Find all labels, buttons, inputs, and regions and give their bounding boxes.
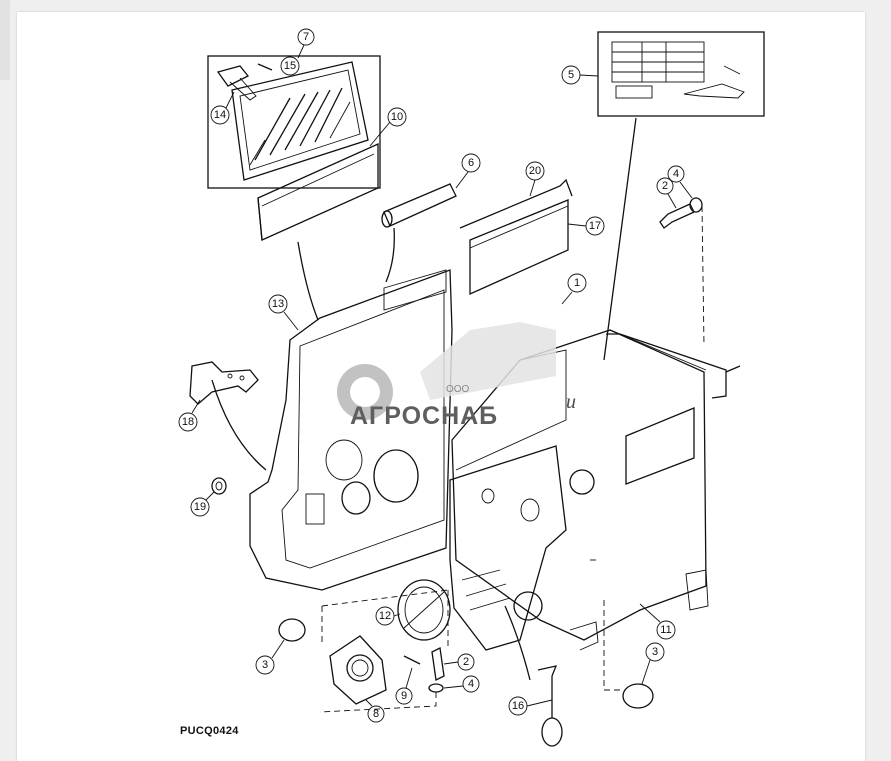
cap-left bbox=[278, 618, 306, 642]
svg-text:7: 7 bbox=[303, 31, 309, 43]
callout-6: 6 bbox=[455, 153, 481, 189]
callout-2-bottom: 2 bbox=[443, 653, 475, 671]
figure-code: PUCQ0424 bbox=[180, 725, 239, 737]
svg-text:6: 6 bbox=[468, 157, 474, 169]
bracket bbox=[189, 361, 259, 405]
svg-text:9: 9 bbox=[401, 690, 407, 702]
svg-text:4: 4 bbox=[468, 678, 474, 690]
svg-text:5: 5 bbox=[568, 69, 574, 81]
callout-2-top: 2 bbox=[656, 177, 677, 209]
callout-8: 8 bbox=[365, 699, 385, 723]
grille-ring bbox=[397, 579, 451, 641]
callout-13: 13 bbox=[268, 294, 299, 331]
air-duct bbox=[449, 445, 599, 651]
background-strip bbox=[0, 0, 10, 80]
filter-pad bbox=[257, 142, 379, 241]
svg-text:3: 3 bbox=[262, 659, 268, 671]
callout-16: 16 bbox=[508, 696, 553, 716]
svg-text:1: 1 bbox=[574, 277, 580, 289]
callout-5: 5 bbox=[561, 65, 599, 85]
callout-1: 1 bbox=[561, 273, 587, 305]
watermark-logo bbox=[337, 322, 556, 420]
callout-20: 20 bbox=[525, 161, 545, 197]
rod-and-plate bbox=[459, 178, 573, 296]
callout-15: 15 bbox=[280, 56, 300, 76]
svg-text:3: 3 bbox=[652, 646, 658, 658]
callout-17: 17 bbox=[567, 216, 605, 236]
svg-text:18: 18 bbox=[182, 416, 194, 428]
tube-part bbox=[381, 183, 457, 228]
callout-11: 11 bbox=[639, 603, 676, 640]
callout-4-top: 4 bbox=[667, 165, 693, 199]
cap-right bbox=[622, 683, 654, 709]
svg-text:4: 4 bbox=[673, 168, 679, 180]
watermark-company: ООО bbox=[446, 384, 470, 395]
fasteners-lower bbox=[319, 647, 445, 713]
callout-10: 10 bbox=[369, 107, 407, 147]
svg-text:15: 15 bbox=[284, 60, 296, 72]
svg-text:16: 16 bbox=[512, 700, 524, 712]
callout-12: 12 bbox=[375, 606, 401, 626]
svg-text:19: 19 bbox=[194, 501, 206, 513]
callout-3-left: 3 bbox=[255, 639, 285, 675]
callout-7: 7 bbox=[297, 28, 315, 59]
vent-bezel bbox=[329, 635, 387, 705]
sensor-cable bbox=[537, 665, 563, 747]
bolt-and-washer-top bbox=[659, 197, 705, 347]
callout-18: 18 bbox=[178, 399, 201, 432]
assembly-guides bbox=[321, 559, 624, 691]
watermark-brand: АГРОСНАБ bbox=[350, 402, 498, 430]
svg-text:11: 11 bbox=[660, 624, 671, 636]
svg-text:2: 2 bbox=[463, 656, 469, 668]
svg-text:20: 20 bbox=[529, 165, 541, 177]
callout-9: 9 bbox=[395, 667, 413, 705]
svg-text:13: 13 bbox=[272, 298, 284, 310]
leader-lines bbox=[211, 117, 637, 681]
decal-inset bbox=[597, 31, 765, 117]
svg-text:17: 17 bbox=[589, 220, 601, 232]
callout-3-right: 3 bbox=[641, 642, 665, 685]
svg-text:10: 10 bbox=[391, 111, 403, 123]
filter-inset bbox=[207, 55, 381, 189]
callout-19: 19 bbox=[190, 491, 215, 517]
callout-14: 14 bbox=[210, 91, 235, 125]
svg-text:14: 14 bbox=[214, 109, 226, 121]
svg-text:2: 2 bbox=[662, 180, 668, 192]
svg-text:8: 8 bbox=[373, 708, 379, 720]
front-panel bbox=[249, 269, 453, 591]
grommet bbox=[211, 477, 227, 495]
watermark-suffix: u bbox=[566, 391, 576, 413]
callout-4-bottom: 4 bbox=[443, 675, 480, 693]
svg-text:12: 12 bbox=[379, 610, 391, 622]
